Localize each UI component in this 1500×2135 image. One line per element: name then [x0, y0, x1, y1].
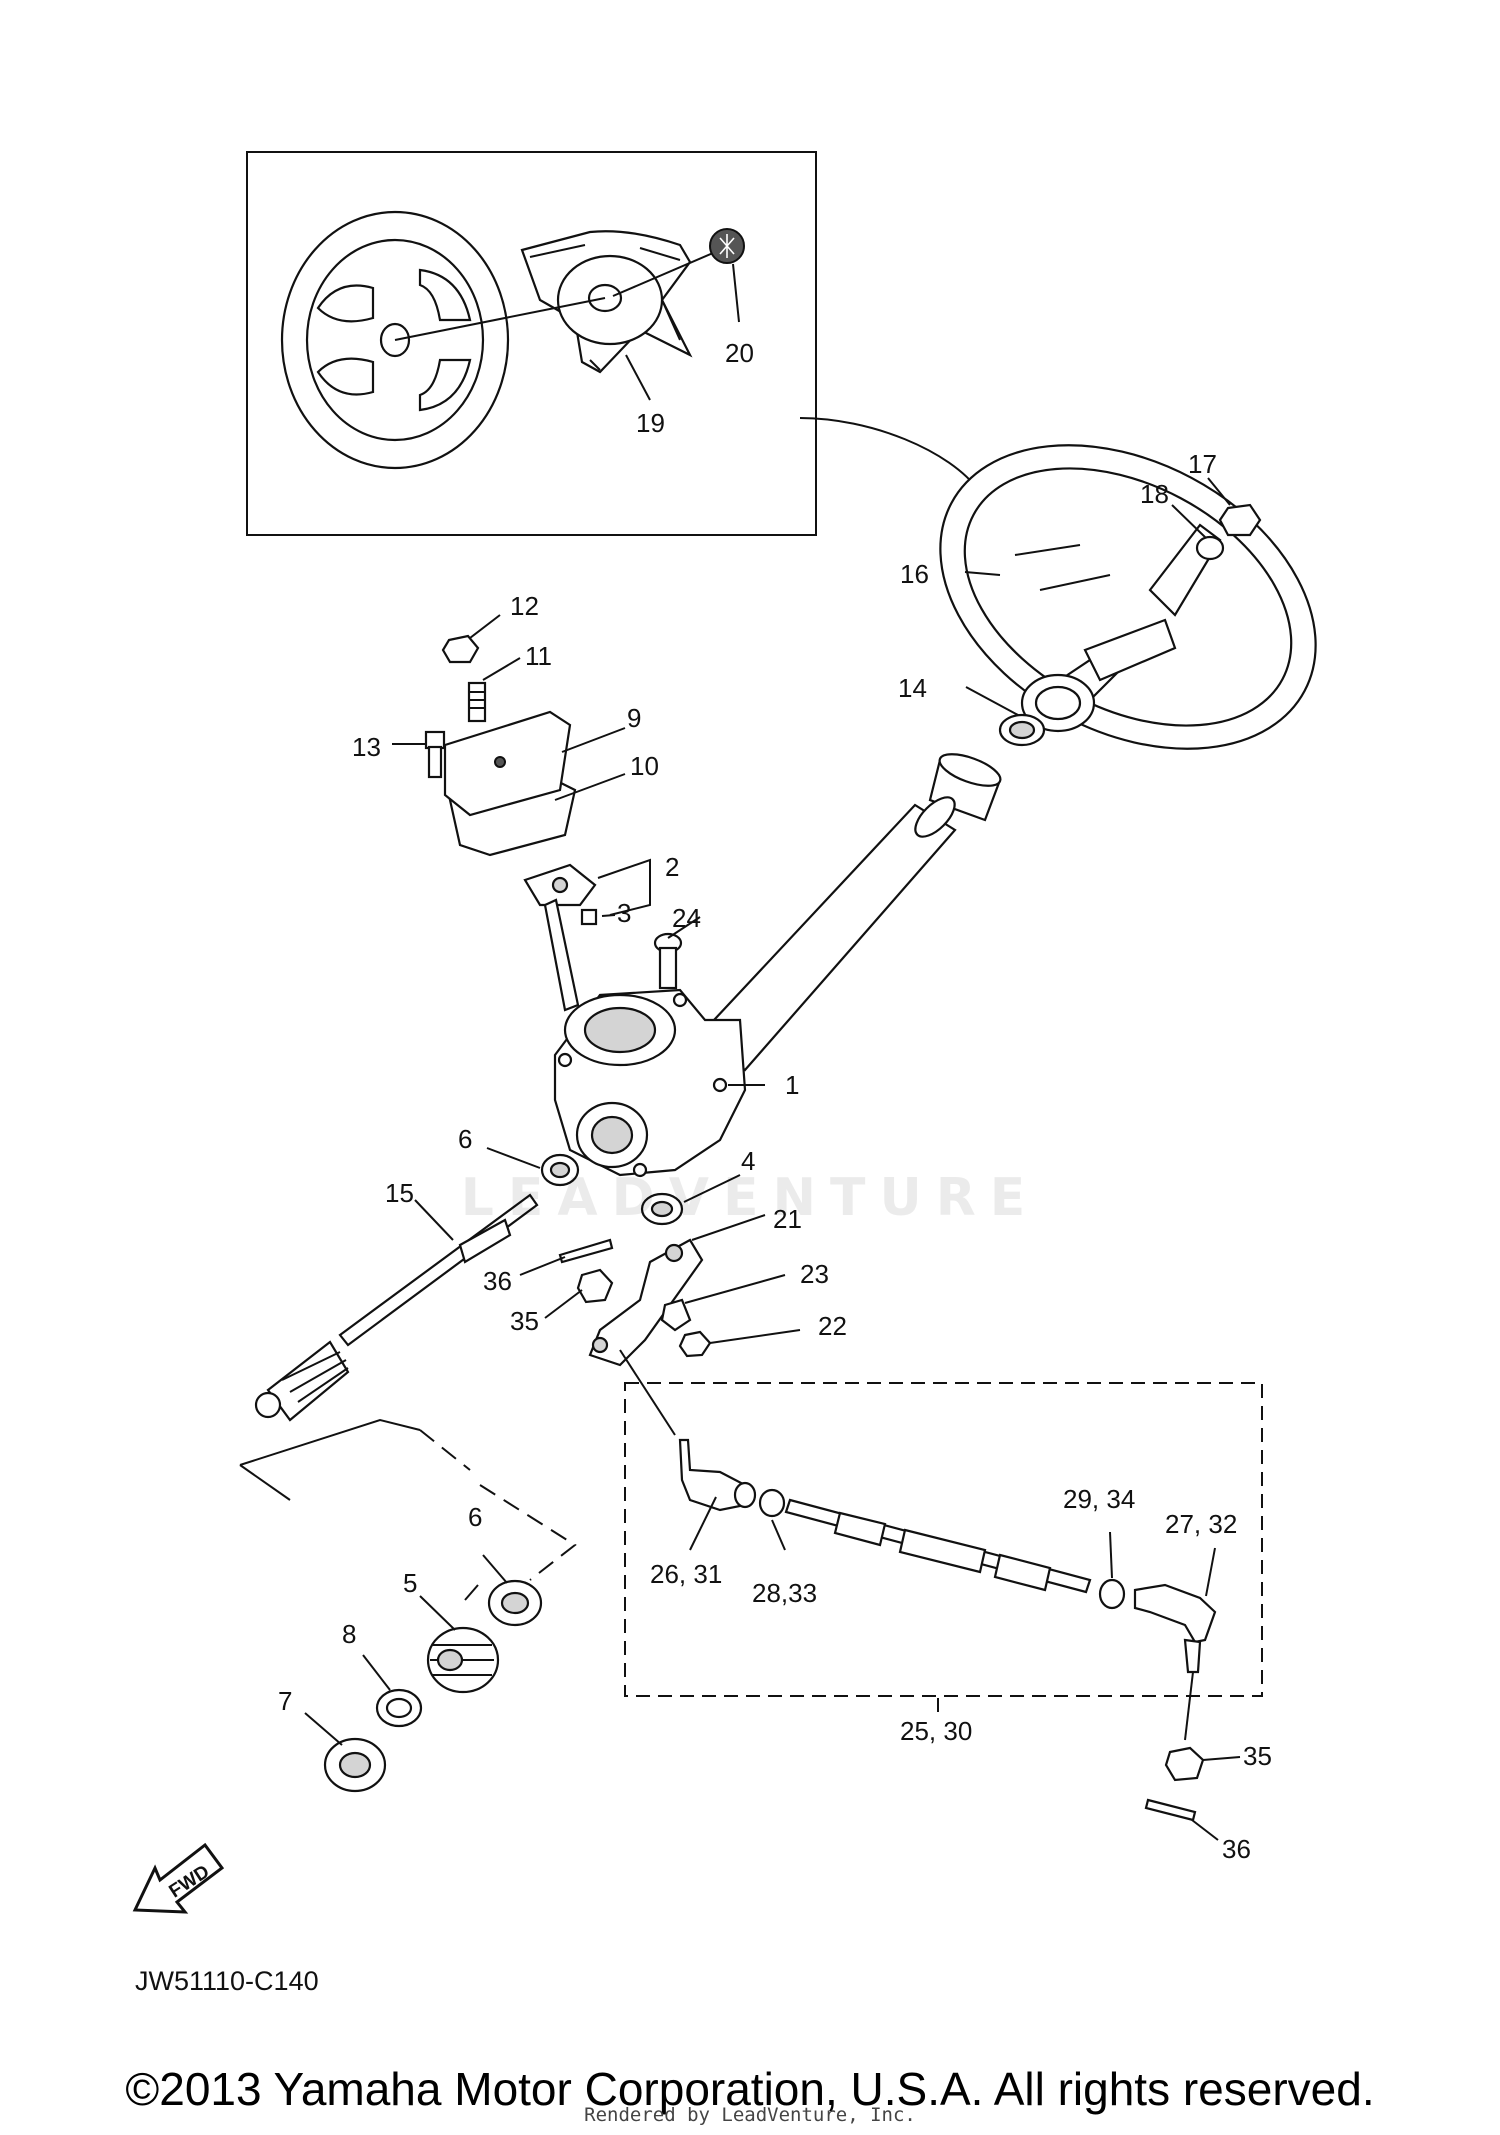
- part-36-cotter-pin-upper: [558, 1238, 614, 1264]
- callout-35-lower: 35: [1243, 1741, 1272, 1771]
- part-16-steering-wheel: [939, 444, 1317, 750]
- callout-26-31: 26, 31: [650, 1559, 722, 1589]
- callout-labels: 1 2 3 4 5 6 6 7 8 9 10 11 12 13 14 15 16…: [278, 338, 1272, 1864]
- part-36-cotter-pin-lower: [1144, 1798, 1197, 1822]
- callout-17: 17: [1188, 449, 1217, 479]
- part-6-bearing-lower: [487, 1579, 543, 1627]
- callout-29-34: 29, 34: [1063, 1484, 1135, 1514]
- part-23-lock-washer: [660, 1298, 692, 1332]
- callout-6-lower: 6: [468, 1502, 482, 1532]
- part-35-nut-upper: [576, 1268, 614, 1304]
- tie-rod-dashed-box: [624, 1382, 1263, 1697]
- part-5-ball-nut: [426, 1626, 500, 1694]
- inset-assembly-line-2: [612, 249, 721, 297]
- callout-35-upper: 35: [510, 1306, 539, 1336]
- part-21-pitman-arm: [588, 1238, 704, 1367]
- part-3-screw: [580, 908, 598, 926]
- callout-14: 14: [898, 673, 927, 703]
- part-24-bolt: [653, 932, 683, 990]
- callout-24: 24: [672, 903, 701, 933]
- callout-1: 1: [785, 1070, 799, 1100]
- callout-16: 16: [900, 559, 929, 589]
- fwd-arrow-icon: FWD: [132, 1842, 225, 1914]
- callout-12: 12: [510, 591, 539, 621]
- callout-9: 9: [627, 703, 641, 733]
- leader-lines: [304, 477, 1241, 1841]
- callout-2: 2: [665, 852, 679, 882]
- callout-5: 5: [403, 1568, 417, 1598]
- part-12-nut: [441, 634, 480, 664]
- callout-20: 20: [725, 338, 754, 368]
- part-8-washer: [375, 1688, 423, 1728]
- callout-23: 23: [800, 1259, 829, 1289]
- copyright-notice: ©2013 Yamaha Motor Corporation, U.S.A. A…: [125, 2063, 1375, 2115]
- callout-36-lower: 36: [1222, 1834, 1251, 1864]
- part-22-nut: [678, 1330, 712, 1358]
- callout-6-upper: 6: [458, 1124, 472, 1154]
- part-9-cover: [443, 710, 572, 817]
- part-28-locknut: [758, 1488, 786, 1518]
- part-20-emblem: [709, 228, 745, 264]
- callout-27-32: 27, 32: [1165, 1509, 1237, 1539]
- inset-frame: [246, 151, 817, 536]
- callout-19: 19: [636, 408, 665, 438]
- part-17-nut: [1218, 503, 1262, 537]
- part-6-bearing-upper: [540, 1153, 580, 1187]
- callout-21: 21: [773, 1204, 802, 1234]
- part-1-gear-box: [553, 988, 747, 1178]
- part-27-tie-rod-end: [1133, 1583, 1217, 1644]
- part-35-nut-lower: [1164, 1746, 1205, 1782]
- part-18-washer: [1195, 535, 1225, 561]
- diagram-part-code: JW51110-C140: [135, 1966, 319, 1996]
- part-19-center-cover: [520, 230, 693, 374]
- callout-3: 3: [617, 898, 631, 928]
- callout-22: 22: [818, 1311, 847, 1341]
- callout-28-33: 28,33: [752, 1578, 817, 1608]
- callout-4: 4: [741, 1146, 755, 1176]
- part-11-adjust-screw: [467, 681, 487, 723]
- callout-18: 18: [1140, 479, 1169, 509]
- callout-10: 10: [630, 751, 659, 781]
- rendered-by-notice: Rendered by LeadVenture, Inc.: [584, 2104, 916, 2126]
- part-7-end-cap: [323, 1737, 387, 1793]
- callout-15: 15: [385, 1178, 414, 1208]
- tie-rod-assembly: [619, 1349, 1263, 1697]
- part-15-steering-shaft: [254, 1193, 539, 1422]
- part-4-oil-seal: [640, 1192, 684, 1226]
- part-29-locknut: [1098, 1578, 1126, 1610]
- callout-11: 11: [525, 641, 552, 671]
- callout-13: 13: [352, 732, 381, 762]
- watermark-text: LEADVENTURE: [460, 1168, 1040, 1228]
- inset-assembly-line: [394, 297, 606, 341]
- inset-leader-curve: [799, 417, 981, 493]
- inset-detail: [246, 151, 981, 536]
- part-13-bolt: [424, 730, 446, 779]
- part-2-sector-shaft: [523, 863, 597, 1012]
- part-14-collar: [998, 713, 1046, 747]
- callout-25-30: 25, 30: [900, 1716, 972, 1746]
- assembly-line-lower: [239, 1418, 421, 1466]
- callout-7: 7: [278, 1686, 292, 1716]
- callout-8: 8: [342, 1619, 356, 1649]
- callout-36-upper: 36: [483, 1266, 512, 1296]
